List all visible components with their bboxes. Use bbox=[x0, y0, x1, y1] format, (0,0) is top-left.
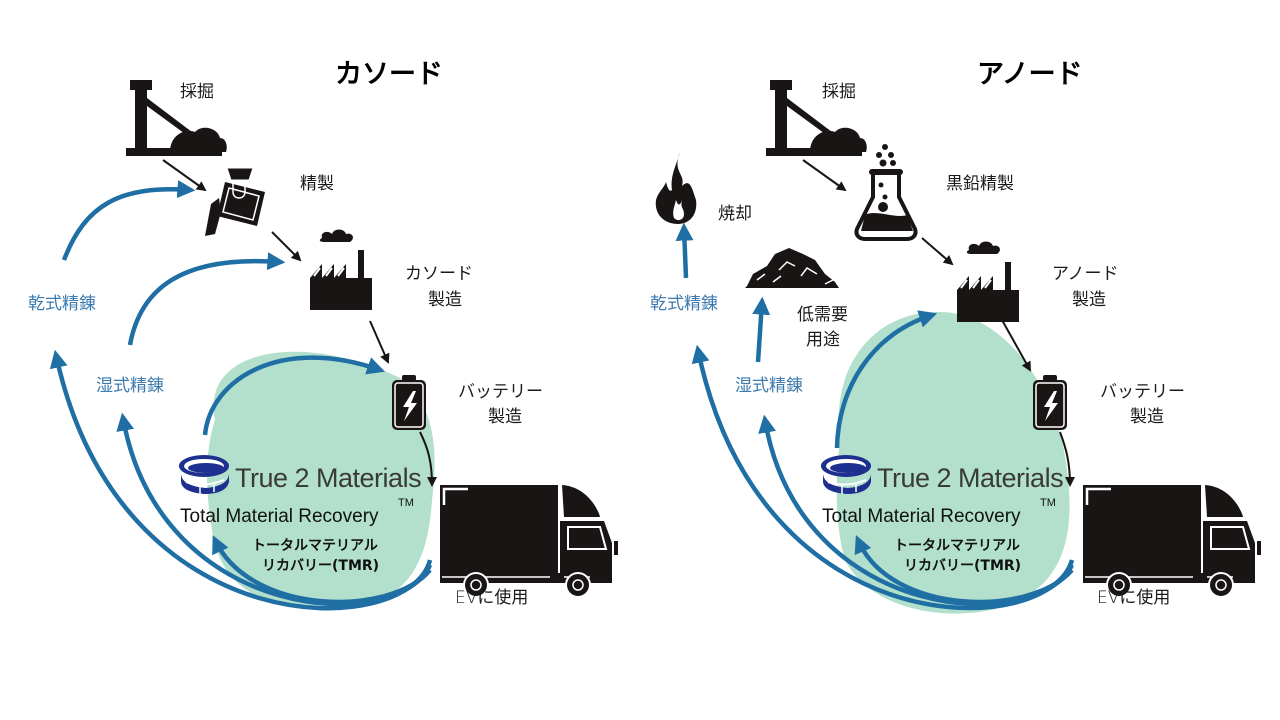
battery-label-line2: 製造 bbox=[488, 407, 522, 427]
cathode-panel bbox=[49, 79, 620, 611]
arrow-hydro-to-manufacturing bbox=[127, 252, 286, 346]
ev-truck-icon bbox=[1081, 483, 1263, 599]
tmr-japanese-line1: トータルマテリアル bbox=[252, 538, 378, 554]
flow-arrows bbox=[802, 159, 1075, 487]
tmr-trademark: TM bbox=[1040, 497, 1056, 509]
incineration-label: 焼却 bbox=[718, 204, 752, 224]
arrow-manufacturing-to-battery bbox=[369, 320, 390, 364]
battery-label-line1: バッテリー bbox=[458, 382, 543, 402]
factory-icon bbox=[309, 228, 373, 311]
anode-panel bbox=[655, 79, 1263, 614]
tmr-brand: True 2 Materials bbox=[235, 463, 422, 493]
refining-icon bbox=[205, 167, 265, 236]
manufacturing-label-line2: 製造 bbox=[428, 290, 462, 310]
factory-icon bbox=[956, 240, 1020, 323]
battery-label-line2: 製造 bbox=[1130, 407, 1164, 427]
manufacturing-label-line1: カソード bbox=[405, 264, 473, 284]
arrow-mining-to-refining bbox=[802, 159, 847, 192]
tmr-japanese-line1: トータルマテリアル bbox=[894, 538, 1020, 554]
mining-label: 採掘 bbox=[180, 82, 214, 102]
fire-icon bbox=[655, 152, 697, 224]
arrow-mining-to-refining bbox=[162, 159, 207, 192]
arrow-refining-to-manufacturing bbox=[921, 237, 954, 266]
tmr-brand: True 2 Materials bbox=[877, 463, 1064, 493]
battery-icon bbox=[391, 374, 427, 431]
coal-pile-icon bbox=[745, 248, 839, 288]
arrow-manufacturing-to-battery bbox=[1001, 319, 1031, 372]
battery-label-line1: バッテリー bbox=[1100, 382, 1185, 402]
flask-icon bbox=[854, 144, 918, 241]
tmr-trademark: TM bbox=[398, 497, 414, 509]
flow-arrows bbox=[162, 159, 437, 487]
ev-truck-icon bbox=[438, 483, 620, 599]
graphite-refining-label: 黒鉛精製 bbox=[946, 174, 1014, 194]
cathode-title: カソード bbox=[335, 59, 443, 90]
arrow-hydro-to-low-demand bbox=[752, 296, 771, 363]
refining-label: 精製 bbox=[300, 174, 334, 194]
ev-use-label: EVに使用 bbox=[455, 588, 529, 608]
arrow-tmr-to-battery bbox=[202, 355, 386, 436]
arrow-refining-to-manufacturing bbox=[271, 231, 302, 262]
recycling-arrows bbox=[49, 180, 433, 611]
arrow-battery-to-ev bbox=[1059, 431, 1075, 487]
tmr-name: Total Material Recovery bbox=[180, 506, 379, 527]
recycling-arrows bbox=[675, 222, 1075, 611]
arrow-pyro-to-incineration bbox=[675, 222, 694, 279]
low-demand-label-line2: 用途 bbox=[806, 330, 840, 350]
arrow-return-to-tmr bbox=[212, 535, 432, 605]
manufacturing-label-line1: アノード bbox=[1052, 264, 1119, 284]
battery-icon bbox=[1032, 374, 1068, 431]
mining-label: 採掘 bbox=[822, 82, 856, 102]
anode-tmr-circle bbox=[836, 311, 1070, 614]
arrow-tmr-to-manufacturing bbox=[834, 310, 938, 449]
hydro-refining-label: 湿式精錬 bbox=[735, 376, 803, 396]
manufacturing-label-line2: 製造 bbox=[1072, 290, 1106, 310]
tmr-name: Total Material Recovery bbox=[822, 506, 1021, 527]
tmr-japanese-line2: リカバリー(TMR) bbox=[904, 558, 1022, 574]
anode-title: アノード bbox=[977, 59, 1083, 90]
low-demand-label-line1: 低需要 bbox=[797, 305, 848, 325]
hydro-refining-label: 湿式精錬 bbox=[96, 376, 164, 396]
ev-use-label: EVに使用 bbox=[1097, 588, 1171, 608]
tmr-japanese-line2: リカバリー(TMR) bbox=[262, 558, 380, 574]
cathode-tmr-circle bbox=[207, 351, 435, 610]
arrow-return-to-tmr bbox=[854, 535, 1074, 605]
pyro-refining-label: 乾式精錬 bbox=[650, 294, 718, 314]
arrow-pyro-to-refining bbox=[61, 180, 196, 261]
arrow-battery-to-ev bbox=[419, 431, 437, 487]
pyro-refining-label: 乾式精錬 bbox=[28, 294, 96, 314]
